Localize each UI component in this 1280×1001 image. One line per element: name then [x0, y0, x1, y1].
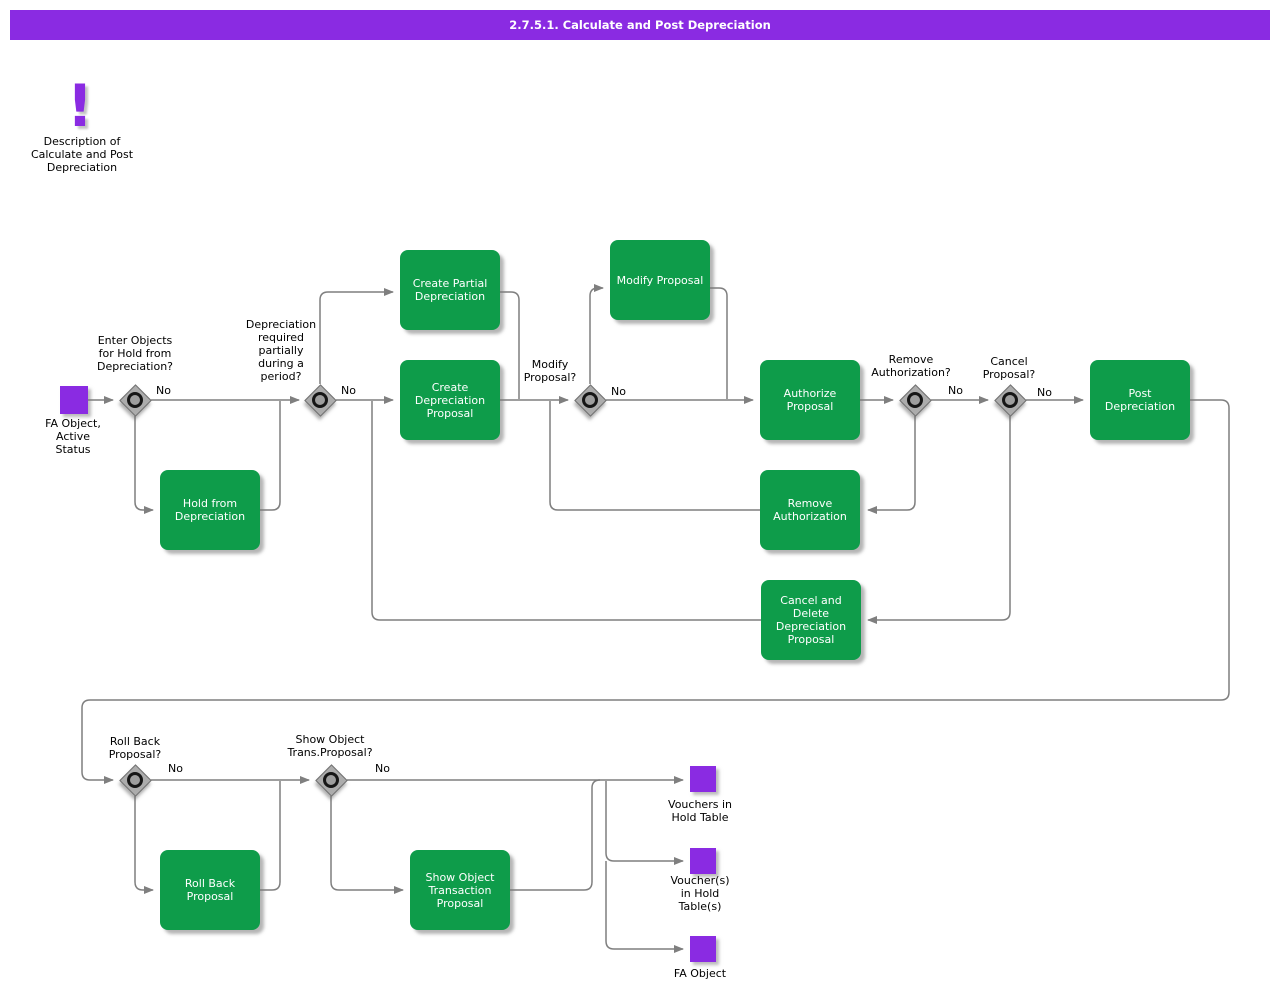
- page-title: 2.7.5.1. Calculate and Post Depreciation: [509, 18, 771, 32]
- process-label: Roll Back Proposal: [184, 877, 236, 903]
- no-label-modify-proposal: No: [611, 385, 626, 398]
- no-label-show-object: No: [375, 762, 390, 775]
- decision-ring-icon: [1002, 392, 1018, 408]
- process-create-partial-depreciation[interactable]: Create Partial Depreciation: [400, 250, 500, 330]
- question-cancel-proposal: Cancel Proposal?: [982, 355, 1036, 381]
- decision-modify-proposal: [574, 384, 607, 417]
- decision-show-object-trans: [315, 764, 348, 797]
- decision-ring-icon: [582, 392, 598, 408]
- exclamation-icon[interactable]: !: [66, 72, 94, 140]
- question-remove-authorization: Remove Authorization?: [871, 353, 951, 379]
- edge-modify-out: [710, 287, 728, 399]
- edge-post-to-d6: [81, 399, 1230, 784]
- end-node-label: FA Object: [673, 967, 727, 980]
- edge-d3-yes-to-modify: [589, 284, 604, 384]
- edge-show-out: [510, 779, 601, 891]
- process-label: Hold from Depreciation: [174, 497, 246, 523]
- end-node-vouchers-in-hold-tables: [690, 848, 716, 874]
- process-label: Modify Proposal: [616, 273, 704, 287]
- process-label: Post Depreciation: [1104, 387, 1176, 413]
- process-label: Show Object Transaction Proposal: [425, 870, 495, 910]
- process-remove-authorization[interactable]: Remove Authorization: [760, 470, 860, 550]
- edge-d1-yes-to-hold: [134, 416, 154, 514]
- question-enter-objects-hold: Enter Objects for Hold from Depreciation…: [96, 334, 174, 373]
- start-node-label: FA Object, Active Status: [45, 417, 101, 456]
- process-label: Remove Authorization: [773, 497, 847, 523]
- decision-roll-back-proposal: [119, 764, 152, 797]
- end-node-vouchers-in-hold-table: [690, 766, 716, 792]
- decision-ring-icon: [127, 772, 143, 788]
- no-label-remove-authorization: No: [948, 384, 963, 397]
- start-node-fa-object: [60, 386, 88, 414]
- process-post-depreciation[interactable]: Post Depreciation: [1090, 360, 1190, 440]
- edge-rollback-out: [260, 781, 281, 891]
- process-cancel-delete-depreciation-proposal[interactable]: Cancel and Delete Depreciation Proposal: [761, 580, 861, 660]
- edge-d4-yes-to-removeauth: [867, 416, 916, 514]
- title-bar: 2.7.5.1. Calculate and Post Depreciation: [10, 10, 1270, 40]
- decision-ring-icon: [312, 392, 328, 408]
- no-label-roll-back: No: [168, 762, 183, 775]
- end-node-fa-object: [690, 936, 716, 962]
- question-roll-back-proposal: Roll Back Proposal?: [108, 735, 162, 761]
- question-modify-proposal: Modify Proposal?: [523, 358, 577, 384]
- question-show-object-trans: Show Object Trans.Proposal?: [287, 733, 373, 759]
- decision-cancel-proposal: [994, 384, 1027, 417]
- decision-ring-icon: [907, 392, 923, 408]
- process-label: Authorize Proposal: [783, 387, 837, 413]
- decision-ring-icon: [323, 772, 339, 788]
- edge-hold-out: [260, 401, 281, 511]
- process-authorize-proposal[interactable]: Authorize Proposal: [760, 360, 860, 440]
- process-modify-proposal[interactable]: Modify Proposal: [610, 240, 710, 320]
- decision-enter-objects-hold: [119, 384, 152, 417]
- no-label-depreciation-partial: No: [341, 384, 356, 397]
- edge-d7-yes-to-showbox: [330, 796, 404, 894]
- edge-d5-yes-to-canceldelete: [867, 416, 1011, 624]
- edge-d6-yes-to-rollback: [134, 796, 154, 894]
- process-create-depreciation-proposal[interactable]: Create Depreciation Proposal: [400, 360, 500, 440]
- process-label: Create Depreciation Proposal: [414, 380, 486, 420]
- description-link[interactable]: Description of Calculate and Post Deprec…: [30, 135, 134, 174]
- no-label-cancel-proposal: No: [1037, 386, 1052, 399]
- edge-d2-yes-to-partial: [319, 288, 394, 384]
- process-show-object-transaction-proposal[interactable]: Show Object Transaction Proposal: [410, 850, 510, 930]
- process-roll-back-proposal[interactable]: Roll Back Proposal: [160, 850, 260, 930]
- process-label: Create Partial Depreciation: [412, 277, 488, 303]
- decision-remove-authorization: [899, 384, 932, 417]
- edge-removeauth-return: [549, 401, 760, 511]
- end-node-label: Voucher(s) in Hold Table(s): [670, 874, 730, 913]
- decision-depreciation-partial: [304, 384, 337, 417]
- question-depreciation-partial: Depreciation required partially during a…: [245, 318, 317, 383]
- end-node-label: Vouchers in Hold Table: [668, 798, 732, 824]
- decision-ring-icon: [127, 392, 143, 408]
- no-label-enter-objects: No: [156, 384, 171, 397]
- process-label: Cancel and Delete Depreciation Proposal: [775, 594, 847, 646]
- process-hold-from-depreciation[interactable]: Hold from Depreciation: [160, 470, 260, 550]
